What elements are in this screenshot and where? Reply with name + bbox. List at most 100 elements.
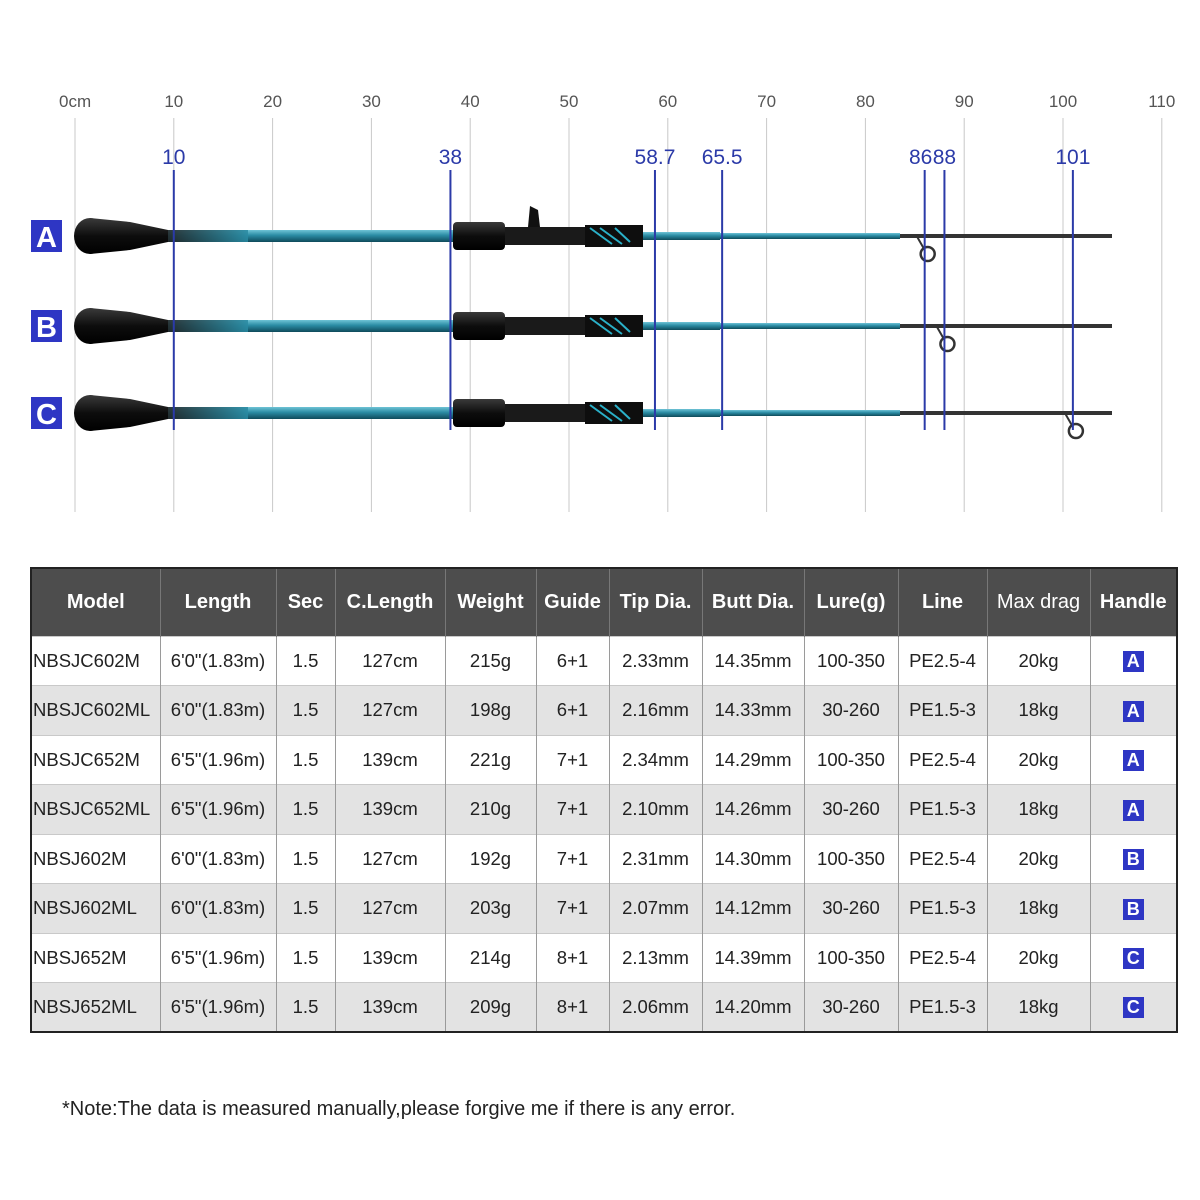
rod-illustrations: ABC [31, 206, 1112, 440]
cell-max-drag: 20kg [987, 833, 1091, 884]
cell-butt-dia: 14.33mm [702, 685, 805, 735]
cell-max-drag: 18kg [987, 784, 1091, 834]
ruler-tick-label: 60 [658, 92, 677, 111]
cell-weight: 203g [445, 883, 537, 933]
cell-line: PE1.5-3 [898, 784, 988, 834]
reel-seat [505, 404, 585, 422]
cell-c-length: 127cm [335, 833, 446, 884]
cell-handle: B [1090, 883, 1178, 933]
cell-line: PE2.5-4 [898, 635, 988, 686]
cell-length: 6'5"(1.96m) [160, 784, 277, 834]
cell-max-drag: 20kg [987, 734, 1091, 785]
cell-butt-dia: 14.39mm [702, 932, 805, 983]
rod-c: C [31, 395, 1112, 440]
cell-line: PE1.5-3 [898, 685, 988, 735]
marker-label: 101 [1055, 146, 1090, 169]
cell-guide: 8+1 [536, 932, 610, 983]
guide-ring [939, 335, 956, 353]
handle-badge: A [1122, 799, 1144, 821]
header-model: Model [31, 568, 161, 636]
cell-model: NBSJC652M [31, 734, 161, 785]
cell-model: NBSJC602ML [31, 685, 161, 735]
header-weight: Weight [445, 568, 537, 636]
cell-sec: 1.5 [276, 883, 336, 933]
cell-guide: 7+1 [536, 833, 610, 884]
rod-blank-mid [643, 232, 720, 240]
cell-tip-dia: 2.31mm [609, 833, 703, 884]
cell-handle: A [1090, 685, 1178, 735]
reel-seat [505, 317, 585, 335]
cell-max-drag: 18kg [987, 883, 1091, 933]
cell-lure-g: 30-260 [804, 982, 899, 1032]
cell-length: 6'5"(1.96m) [160, 982, 277, 1032]
cell-handle: C [1090, 982, 1178, 1032]
cell-butt-dia: 14.35mm [702, 635, 805, 686]
cell-butt-dia: 14.12mm [702, 883, 805, 933]
ruler-tick-label: 10 [164, 92, 183, 111]
cell-lure-g: 100-350 [804, 932, 899, 983]
cell-tip-dia: 2.10mm [609, 784, 703, 834]
rod-badge-letter: A [36, 222, 57, 254]
cell-tip-dia: 2.16mm [609, 685, 703, 735]
header-length: Length [160, 568, 277, 636]
cell-tip-dia: 2.13mm [609, 932, 703, 983]
cell-model: NBSJC602M [31, 635, 161, 686]
cell-tip-dia: 2.34mm [609, 734, 703, 785]
ruler-tick-label: 40 [461, 92, 480, 111]
cell-c-length: 127cm [335, 685, 446, 735]
header-butt-dia: Butt Dia. [702, 568, 805, 636]
rod-tip-section [900, 411, 1112, 415]
cell-line: PE2.5-4 [898, 734, 988, 785]
marker-label: 10 [162, 146, 185, 169]
guide-ring [919, 245, 936, 263]
ruler-tick-label: 110 [1148, 92, 1175, 111]
handle-badge: B [1122, 898, 1144, 920]
cell-handle: A [1090, 784, 1178, 834]
cell-lure-g: 30-260 [804, 784, 899, 834]
trigger [528, 206, 540, 227]
reel-seat [505, 227, 585, 245]
rod-tip-section [900, 324, 1112, 328]
cell-lure-g: 100-350 [804, 734, 899, 785]
cell-lure-g: 30-260 [804, 883, 899, 933]
cell-weight: 215g [445, 635, 537, 686]
rod-badge-letter: C [36, 399, 57, 431]
handle-badge: C [1122, 948, 1144, 970]
header-lure-g: Lure(g) [804, 568, 899, 636]
cell-model: NBSJ602M [31, 833, 161, 884]
cell-tip-dia: 2.07mm [609, 883, 703, 933]
cell-c-length: 139cm [335, 982, 446, 1032]
cell-handle: C [1090, 932, 1178, 983]
cell-sec: 1.5 [276, 784, 336, 834]
ruler-tick-label: 70 [757, 92, 776, 111]
cell-model: NBSJ652ML [31, 982, 161, 1032]
guide-ring [1067, 422, 1085, 440]
reel-seat-hood [585, 315, 643, 337]
cell-sec: 1.5 [276, 982, 336, 1032]
cell-guide: 7+1 [536, 734, 610, 785]
cell-weight: 209g [445, 982, 537, 1032]
cell-line: PE1.5-3 [898, 982, 988, 1032]
handle-badge: A [1122, 700, 1144, 722]
rod-blank-mid [643, 409, 720, 417]
cell-guide: 7+1 [536, 784, 610, 834]
cell-sec: 1.5 [276, 932, 336, 983]
cell-sec: 1.5 [276, 635, 336, 686]
cell-weight: 221g [445, 734, 537, 785]
marker-label: 88 [933, 146, 956, 169]
handle-badge: A [1122, 750, 1144, 772]
cell-guide: 8+1 [536, 982, 610, 1032]
header-sec: Sec [276, 568, 336, 636]
cell-butt-dia: 14.30mm [702, 833, 805, 884]
cell-length: 6'0"(1.83m) [160, 635, 277, 686]
header-handle: Handle [1090, 568, 1178, 636]
ruler-tick-label: 20 [263, 92, 282, 111]
rod-blank-fade [168, 407, 248, 419]
cell-max-drag: 20kg [987, 932, 1091, 983]
